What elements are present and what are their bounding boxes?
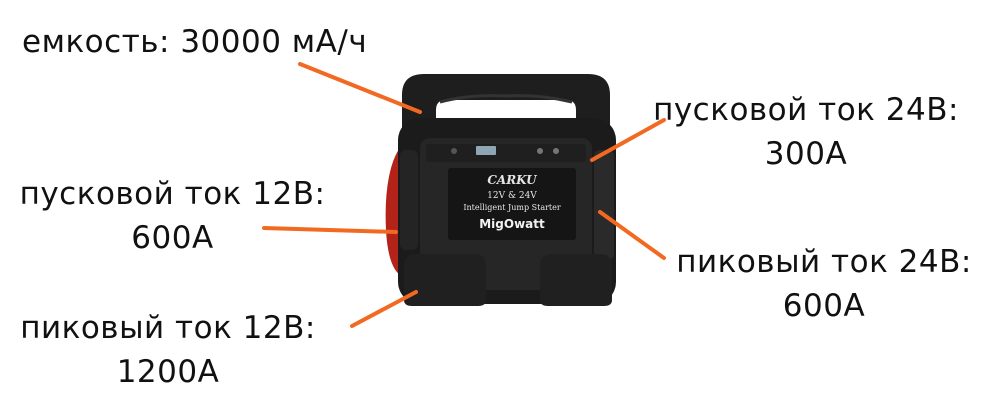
start-current-24v-value: 300А [764,136,848,172]
capacity-callout: емкость: 30000 мА/ч [22,20,367,64]
capacity-text: емкость: 30000 мА/ч [22,24,368,60]
arrow-peak-current-24v [598,210,666,260]
peak-current-24v-value: 600А [782,288,866,324]
start-current-24v-callout: пусковой ток 24В: 300А [636,88,976,176]
arrow-start-current-12v [262,226,398,234]
start-current-12v-callout: пусковой ток 12В: 600А [0,172,345,260]
peak-current-12v-label: пиковый ток 12В: [20,310,316,346]
device-description-label: Intelligent Jump Starter [463,203,561,212]
arrow-capacity [298,62,422,114]
callout-arrows [262,62,666,328]
peak-current-12v-callout: пиковый ток 12В: 1200А [8,306,328,394]
device-voltage-label: 12V & 24V [487,191,537,201]
start-current-12v-value: 600А [131,220,214,256]
peak-current-24v-callout: пиковый ток 24В: 600А [664,240,984,328]
arrow-start-current-24v [590,118,666,162]
device-body [398,74,616,306]
device-model-label: MigOwatt [479,217,545,231]
peak-current-12v-value: 1200А [116,354,220,390]
device-brand-logo: CARKU [487,173,538,187]
start-current-12v-label: пусковой ток 12В: [19,176,326,212]
peak-current-24v-label: пиковый ток 24В: [676,244,972,280]
start-current-24v-label: пусковой ток 24В: [653,92,959,128]
arrow-peak-current-12v [350,290,418,328]
